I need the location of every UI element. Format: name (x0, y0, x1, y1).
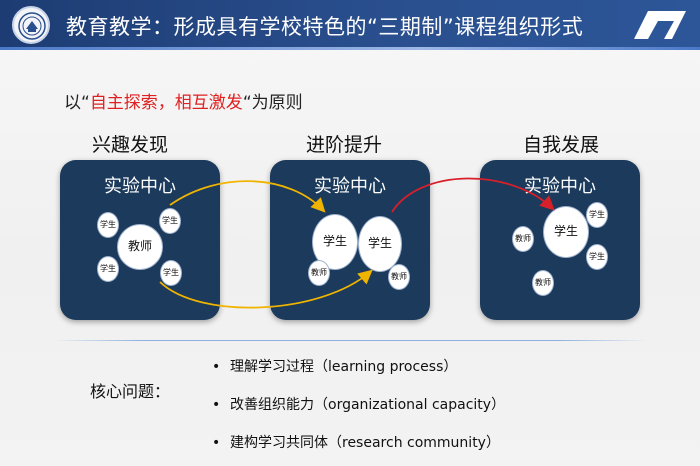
lab-box-title: 实验中心 (314, 176, 386, 197)
lab-box-advance: 实验中心 学生 学生 教师 教师 (270, 160, 430, 320)
list-item-text: 理解学习过程（learning process） (230, 359, 458, 375)
page-title: 教育教学：形成具有学校特色的“三期制”课程组织形式 (66, 15, 584, 39)
student-bubble: 学生 (358, 216, 402, 272)
bullet-icon: • (212, 359, 221, 375)
list-item-text: 改善组织能力（organizational capacity） (230, 397, 506, 413)
stage-title-self: 自我发展 (523, 134, 600, 156)
list-item: • 建构学习共同体（research community） (212, 432, 500, 452)
lab-box-title: 实验中心 (104, 176, 176, 197)
list-item-text: 建构学习共同体（research community） (230, 435, 500, 451)
stage-title-interest: 兴趣发现 (92, 134, 169, 156)
student-bubble: 学生 (586, 244, 608, 270)
core-question-label: 核心问题： (90, 382, 171, 401)
corner-mark-icon (634, 11, 686, 39)
lab-box-title: 实验中心 (524, 176, 596, 197)
principle-highlight: 自主探索，相互激发 (89, 93, 243, 113)
section-divider (52, 340, 648, 341)
teacher-bubble: 教师 (388, 264, 410, 290)
principle-prefix: 以“ (64, 93, 90, 113)
bullet-icon: • (212, 435, 221, 451)
principle-line: 以“自主探索，相互激发“为原则 (64, 88, 303, 113)
teacher-bubble: 教师 (308, 260, 330, 286)
teacher-bubble: 教师 (117, 224, 163, 270)
bullet-icon: • (212, 397, 221, 413)
header-bar: 教育教学：形成具有学校特色的“三期制”课程组织形式 (0, 0, 700, 50)
principle-suffix: “为原则 (242, 93, 303, 113)
stage-title-advance: 进阶提升 (306, 134, 383, 156)
school-seal-icon (12, 6, 50, 44)
lab-box-interest: 实验中心 学生 学生 教师 学生 学生 (60, 160, 220, 320)
student-bubble: 学生 (97, 212, 119, 238)
list-item: • 理解学习过程（learning process） (212, 356, 457, 376)
student-bubble: 学生 (586, 202, 608, 228)
student-bubble: 学生 (159, 208, 181, 234)
student-bubble: 学生 (160, 260, 182, 286)
list-item: • 改善组织能力（organizational capacity） (212, 394, 505, 414)
student-bubble: 学生 (97, 256, 119, 282)
student-bubble: 学生 (543, 206, 589, 258)
lab-box-self: 实验中心 学生 学生 教师 学生 教师 (480, 160, 640, 320)
teacher-bubble: 教师 (512, 226, 534, 252)
teacher-bubble: 教师 (532, 270, 554, 296)
